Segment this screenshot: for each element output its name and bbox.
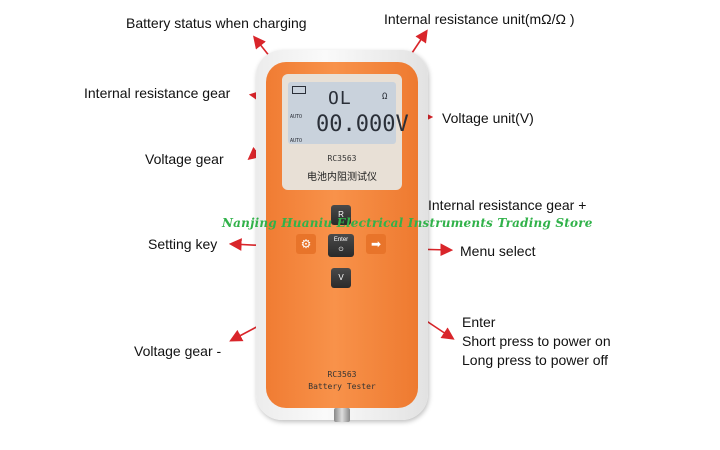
v-button-label: V: [338, 273, 344, 282]
device-face: AUTO OL Ω AUTO 00.000V RC3563 电池内阻测试仪 R …: [266, 62, 418, 408]
lcd-voltage-reading: 00.000V: [316, 112, 409, 137]
label-voltage-gear: Voltage gear: [145, 151, 224, 167]
battery-tester-device: AUTO OL Ω AUTO 00.000V RC3563 电池内阻测试仪 R …: [256, 50, 428, 422]
battery-icon: [292, 86, 306, 94]
label-long-press: Long press to power off: [462, 352, 609, 368]
setting-key-button[interactable]: ⚙: [296, 234, 316, 254]
probe-connector: [334, 408, 350, 422]
power-icon: ⏻: [338, 247, 344, 253]
model-label-bottom: RC3563: [327, 370, 357, 379]
model-label-top: RC3563: [327, 154, 357, 163]
lcd-resistance-reading: OL: [328, 88, 352, 109]
menu-select-button[interactable]: ➡: [366, 234, 386, 254]
label-voltage-gear-minus: Voltage gear -: [134, 343, 222, 359]
label-menu-select: Menu select: [460, 243, 536, 259]
arrow-right-icon: ➡: [370, 237, 382, 251]
label-battery-status: Battery status when charging: [126, 15, 307, 31]
r-button-label: R: [338, 210, 344, 219]
label-short-press: Short press to power on: [462, 333, 611, 349]
device-name-bottom: Battery Tester: [308, 382, 376, 391]
label-voltage-unit: Voltage unit(V): [442, 110, 534, 126]
lcd-resistance-unit: Ω: [382, 92, 388, 102]
lcd-display: AUTO OL Ω AUTO 00.000V: [288, 82, 409, 144]
gear-icon: ⚙: [300, 237, 312, 251]
label-resistance-unit: Internal resistance unit(mΩ/Ω ): [384, 11, 575, 27]
label-resistance-gear: Internal resistance gear: [84, 85, 231, 101]
store-watermark: Nanjing Huaniu Electrical Instruments Tr…: [222, 216, 593, 230]
label-resistance-gear-plus: Internal resistance gear +: [428, 197, 587, 213]
voltage-gear-button[interactable]: V: [331, 268, 351, 288]
screen-frame: AUTO OL Ω AUTO 00.000V RC3563 电池内阻测试仪: [282, 74, 409, 190]
enter-power-button[interactable]: Enter ⏻: [328, 234, 354, 257]
lcd-auto-voltage: AUTO: [290, 138, 303, 144]
label-enter: Enter: [462, 314, 496, 330]
label-setting-key: Setting key: [148, 236, 218, 252]
resistance-gear-button[interactable]: R: [331, 205, 351, 225]
enter-button-label: Enter: [333, 237, 349, 243]
device-title-cn: 电池内阻测试仪: [307, 172, 377, 183]
lcd-auto-resistance: AUTO: [290, 114, 303, 120]
